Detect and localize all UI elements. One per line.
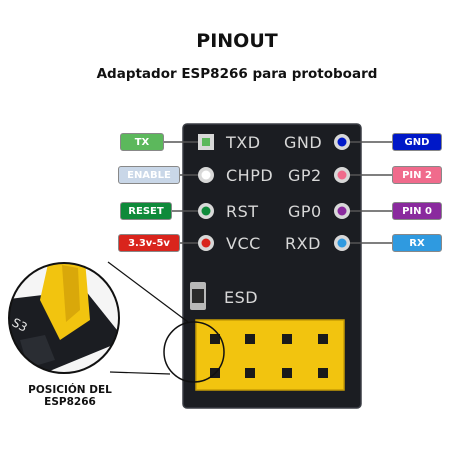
- silk-rxd: RXD: [285, 234, 321, 253]
- silk-gnd: GND: [284, 133, 323, 152]
- zoom-bubble: [9, 263, 119, 373]
- page-title: PINOUT: [196, 30, 278, 52]
- label-pin2: PIN 2: [392, 166, 442, 184]
- silk-vcc: VCC: [226, 234, 261, 253]
- zoom-target-circle: [163, 321, 225, 383]
- label-power: 3.3v-5v: [118, 234, 180, 252]
- label-gnd: GND: [392, 133, 442, 151]
- silk-esd: ESD: [224, 288, 259, 307]
- label-tx: TX: [120, 133, 164, 151]
- label-rx: RX: [392, 234, 442, 252]
- page-subtitle: Adaptador ESP8266 para protoboard: [96, 66, 378, 82]
- silk-rst: RST: [226, 202, 259, 221]
- silk-gp0: GP0: [288, 202, 322, 221]
- header-socket: [196, 320, 344, 390]
- silk-txd: TXD: [226, 133, 261, 152]
- silk-gp2: GP2: [288, 166, 322, 185]
- label-enable: ENABLE: [118, 166, 180, 184]
- label-pin0: PIN 0: [392, 202, 442, 220]
- silk-chpd: CHPD: [226, 166, 274, 185]
- label-reset: RESET: [120, 202, 172, 220]
- zoom-caption: POSICIÓN DEL ESP8266: [28, 384, 112, 408]
